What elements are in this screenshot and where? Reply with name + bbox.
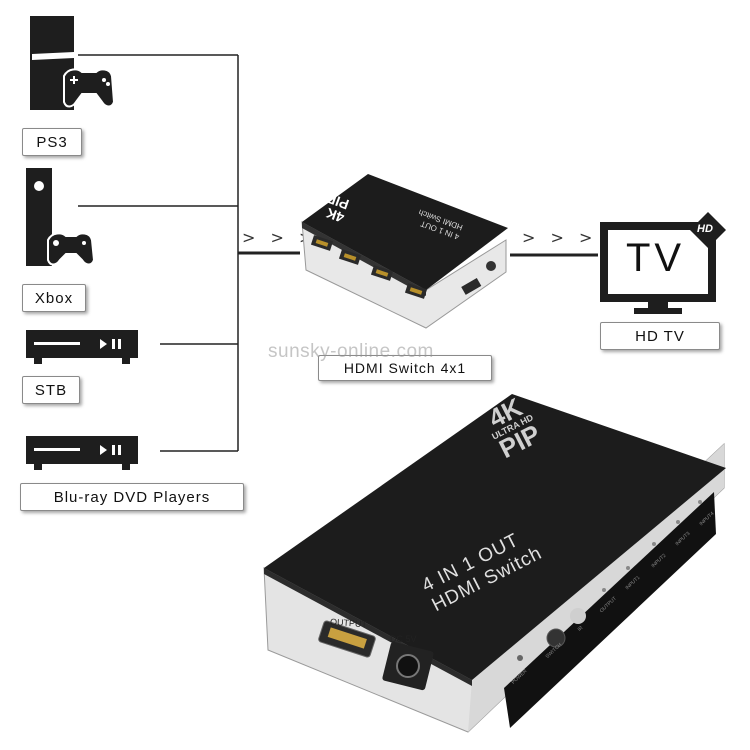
bluray-icon — [26, 436, 138, 470]
stb-label-text: STB — [34, 381, 68, 399]
front-panel-labels: POWER SWITCH IR OUTPUT INPUT1 INPUT2 INP… — [510, 511, 730, 688]
tv-label-text: HD TV — [635, 327, 685, 345]
xbox-label: Xbox — [22, 284, 86, 312]
hdmi-switch-small: 4K PIP 4 IN 1 OUT HDMI Switch — [296, 170, 512, 330]
tv-icon: TV HD — [596, 212, 726, 316]
bluray-label: Blu-ray DVD Players — [20, 483, 244, 511]
tv-screen-text: TV — [626, 236, 686, 280]
switch-caption-text: HDMI Switch 4x1 — [343, 360, 467, 376]
front-label-ir: IR — [576, 625, 585, 633]
ps3-icon — [22, 14, 116, 112]
xbox-label-text: Xbox — [34, 289, 74, 307]
stb-label: STB — [22, 376, 80, 404]
front-label-output: OUTPUT — [598, 595, 618, 615]
arrows-to-switch: > > > — [242, 228, 318, 247]
hd-badge: HD — [697, 223, 713, 235]
switch-caption: HDMI Switch 4x1 — [318, 355, 492, 381]
arrows-to-tv: > > > — [522, 228, 598, 247]
switch-button — [546, 628, 566, 648]
bluray-label-text: Blu-ray DVD Players — [53, 488, 211, 506]
xbox-icon — [22, 168, 96, 268]
stb-icon — [26, 330, 138, 364]
tv-label: HD TV — [600, 322, 720, 350]
hd-badge-shape — [690, 212, 726, 248]
front-label-power: POWER — [510, 668, 529, 686]
ps3-label: PS3 — [22, 128, 82, 156]
dc-port-label: DC 5V — [390, 634, 417, 644]
ir-sensor — [570, 608, 586, 624]
front-label-switch: SWITCH — [544, 642, 564, 660]
hdmi-switch-large: 4K ULTRA HD PIP 4 IN 1 OUT HDMI Switch O… — [258, 388, 728, 738]
ps3-label-text: PS3 — [36, 133, 68, 151]
watermark: sunsky-online.com — [268, 341, 434, 362]
